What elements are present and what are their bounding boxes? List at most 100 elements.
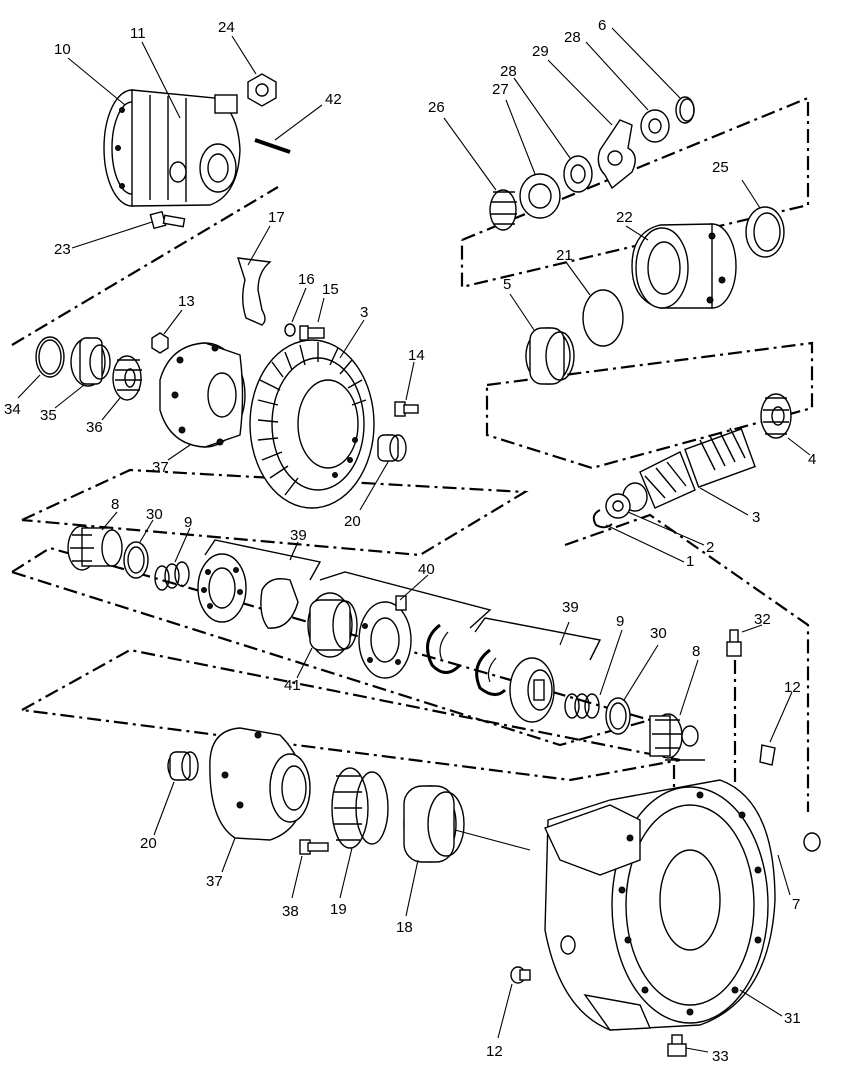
part-spider-ring xyxy=(307,592,358,658)
callout-22: 22 xyxy=(616,209,633,226)
callout-28-left: 28 xyxy=(500,63,517,80)
callout-18: 18 xyxy=(396,919,413,936)
part-diff-case-upper xyxy=(159,342,246,448)
callout-3-ring-gear: 3 xyxy=(360,304,368,321)
part-bushing-lower xyxy=(167,751,199,781)
leader-lines xyxy=(17,27,811,1053)
callout-21: 21 xyxy=(556,247,573,264)
part-bearing-cup-18 xyxy=(403,785,465,863)
part-bolt-14 xyxy=(394,401,419,417)
callout-42: 42 xyxy=(325,91,342,108)
part-bearing-cone-4 xyxy=(760,393,792,439)
callout-25: 25 xyxy=(712,159,729,176)
callout-17: 17 xyxy=(268,209,285,226)
callout-41: 41 xyxy=(284,677,301,694)
part-spring-9a xyxy=(154,561,190,591)
part-seal-6 xyxy=(675,96,695,124)
part-snap-ring-1 xyxy=(592,509,613,529)
part-diff-case-lower xyxy=(209,727,311,841)
callout-38: 38 xyxy=(282,903,299,920)
callout-27: 27 xyxy=(492,81,509,98)
part-clutch-member xyxy=(197,553,247,623)
part-thrust-washer-30b xyxy=(605,697,631,735)
callout-30-right: 30 xyxy=(650,625,667,642)
callout-24: 24 xyxy=(218,19,235,36)
part-spider-40 xyxy=(358,595,412,679)
part-bolt xyxy=(149,210,186,230)
callout-31: 31 xyxy=(784,1010,801,1027)
callout-12-upper: 12 xyxy=(784,679,801,696)
part-plug-12b xyxy=(510,966,531,984)
part-bolt-38 xyxy=(299,839,329,855)
part-bolt-15 xyxy=(299,325,325,341)
part-nut-28b xyxy=(640,109,670,143)
callout-37-lower: 37 xyxy=(206,873,223,890)
callout-20-lower: 20 xyxy=(140,835,157,852)
callout-11: 11 xyxy=(130,25,146,42)
group-39-brackets xyxy=(204,539,602,661)
part-ring-gear xyxy=(249,339,375,509)
callout-39-right: 39 xyxy=(562,599,579,616)
callout-8-right: 8 xyxy=(692,643,700,660)
part-nut xyxy=(247,73,277,107)
part-plug-33 xyxy=(667,1034,687,1057)
part-washer-27 xyxy=(519,173,561,219)
callout-39-left: 39 xyxy=(290,527,307,544)
part-breather-32 xyxy=(726,629,742,657)
callout-5: 5 xyxy=(503,276,511,293)
part-carrier-cover xyxy=(103,89,241,207)
part-axle-housing xyxy=(544,779,776,1031)
callout-29: 29 xyxy=(532,43,549,60)
callout-7: 7 xyxy=(792,896,800,913)
callout-2: 2 xyxy=(706,539,714,556)
part-spring-9b xyxy=(564,693,600,719)
part-bearing-cone-19 xyxy=(331,767,389,849)
part-drive-pinion xyxy=(622,427,756,512)
part-snap-ring xyxy=(35,336,65,378)
callout-labels: 1 2 3 3 4 5 6 7 8 8 9 9 10 11 12 12 13 1… xyxy=(4,17,816,1065)
callout-3-pinion: 3 xyxy=(752,509,760,526)
part-pin xyxy=(254,138,291,154)
callout-13: 13 xyxy=(178,293,195,310)
part-bearing-cone-26 xyxy=(489,189,517,231)
callout-40: 40 xyxy=(418,561,435,578)
part-split-ring-a xyxy=(426,623,462,674)
callout-35: 35 xyxy=(40,407,57,424)
part-bracket xyxy=(237,257,272,326)
callout-33: 33 xyxy=(712,1048,729,1065)
callout-10: 10 xyxy=(54,41,71,58)
part-washer xyxy=(284,323,296,337)
callout-30-left: 30 xyxy=(146,506,163,523)
part-washer-2 xyxy=(605,493,631,519)
callout-26: 26 xyxy=(428,99,445,116)
callout-15: 15 xyxy=(322,281,339,298)
callout-14: 14 xyxy=(408,347,425,364)
part-bearing-cup-5 xyxy=(525,327,575,385)
callout-9-left: 9 xyxy=(184,514,192,531)
part-lock-washer-29 xyxy=(597,119,636,190)
callout-28-right: 28 xyxy=(564,29,581,46)
part-bearing-cone xyxy=(112,355,142,401)
callout-9-right: 9 xyxy=(616,613,624,630)
part-nut-28 xyxy=(563,155,593,193)
callout-19: 19 xyxy=(330,901,347,918)
callout-32: 32 xyxy=(754,611,771,628)
part-thrust-washer-30a xyxy=(123,541,149,579)
callout-12-lower: 12 xyxy=(486,1043,503,1060)
callout-36: 36 xyxy=(86,419,103,436)
part-plug-12a xyxy=(759,744,776,766)
part-nut-small xyxy=(151,332,169,354)
part-holdout-ring-a xyxy=(260,578,299,629)
callout-8-left: 8 xyxy=(111,496,119,513)
part-bushing-upper xyxy=(377,434,407,462)
part-shim-21 xyxy=(582,289,624,347)
part-bearing-cup-25 xyxy=(745,206,785,258)
part-clutch-member-b xyxy=(509,657,555,723)
callout-37-upper: 37 xyxy=(152,459,169,476)
callout-34: 34 xyxy=(4,401,21,418)
part-plug-7 xyxy=(803,832,821,852)
part-bearing-cup xyxy=(70,337,111,387)
part-pinion-cage-22 xyxy=(631,223,737,309)
part-side-gear-8a xyxy=(67,525,123,571)
